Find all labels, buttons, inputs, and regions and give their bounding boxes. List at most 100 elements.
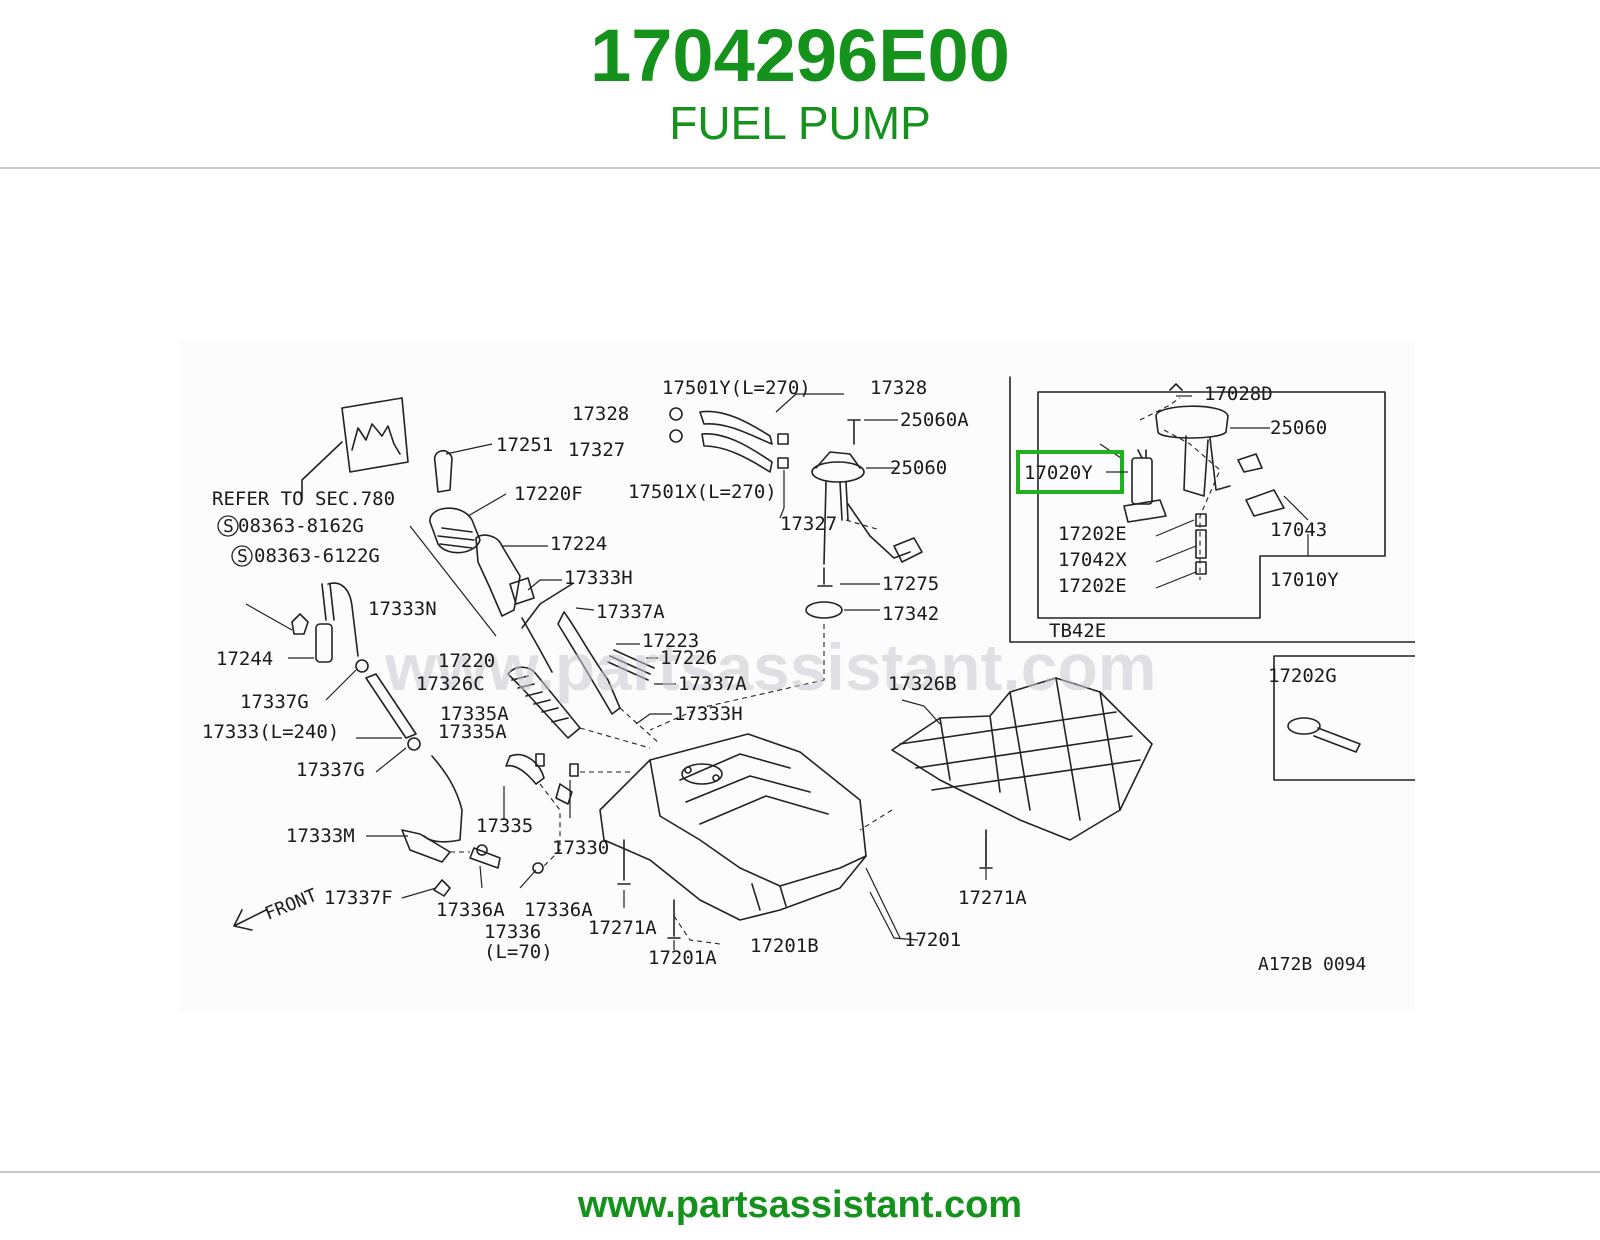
diagram-background bbox=[180, 340, 1415, 1012]
part-callout-08363-8162g[interactable]: 08363-8162G bbox=[238, 515, 364, 537]
highlighted-part-label[interactable]: 17020Y bbox=[1024, 462, 1093, 484]
svg-text:S: S bbox=[223, 516, 234, 537]
hose-17335 bbox=[505, 753, 545, 785]
part-callout-17333m[interactable]: 17333M bbox=[286, 825, 355, 847]
front-arrow bbox=[233, 909, 267, 931]
part-callout-17337g[interactable]: 17337G bbox=[296, 759, 365, 781]
part-callout-17327[interactable]: 17327 bbox=[568, 439, 625, 461]
bolt-17271A-left bbox=[617, 839, 631, 885]
part-callout-17028d[interactable]: 17028D bbox=[1204, 383, 1273, 405]
pump-detail-frame bbox=[1037, 391, 1386, 619]
part-callout-17271a[interactable]: 17271A bbox=[958, 887, 1027, 909]
part-callout-17043[interactable]: 17043 bbox=[1270, 519, 1327, 541]
vent-tube-17226 bbox=[607, 649, 655, 681]
part-callout-17336a[interactable]: 17336A bbox=[436, 899, 505, 921]
hose-17501Y bbox=[699, 410, 773, 445]
part-callout-25060[interactable]: 25060 bbox=[890, 457, 947, 479]
part-callout-17251[interactable]: 17251 bbox=[496, 434, 553, 456]
tube-17333N bbox=[327, 582, 359, 657]
page-header: 1704296E00 FUEL PUMP bbox=[0, 0, 1600, 168]
refer-to-section-note: REFER TO SEC.780 bbox=[212, 488, 395, 510]
part-callout-17010y[interactable]: 17010Y bbox=[1270, 569, 1339, 591]
gauge-sender-flange bbox=[811, 461, 865, 483]
part-callout-17202e[interactable]: 17202E bbox=[1058, 523, 1127, 545]
filler-neck-pipe bbox=[475, 534, 521, 617]
part-callout-17328[interactable]: 17328 bbox=[572, 403, 629, 425]
part-number: 1704296E00 bbox=[590, 14, 1010, 97]
bolt-17201A bbox=[667, 899, 681, 939]
standard-part-s-mark bbox=[231, 545, 253, 567]
part-callout-17275[interactable]: 17275 bbox=[882, 573, 939, 595]
part-callout-17333-l-240-[interactable]: 17333(L=240) bbox=[202, 721, 339, 743]
filler-hose-17220 bbox=[521, 617, 553, 673]
part-callout-17224[interactable]: 17224 bbox=[550, 533, 607, 555]
part-callout-17501x-l-270-[interactable]: 17501X(L=270) bbox=[628, 481, 777, 503]
hose-17501X bbox=[701, 433, 773, 473]
part-callout-17335[interactable]: 17335 bbox=[476, 815, 533, 837]
part-callout-17335a[interactable]: 17335A bbox=[438, 721, 507, 743]
diagram-code: A172B 0094 bbox=[1258, 954, 1366, 975]
packing-17342 bbox=[805, 601, 843, 619]
part-callout-25060a[interactable]: 25060A bbox=[900, 409, 969, 431]
footer-url[interactable]: www.partsassistant.com bbox=[577, 1184, 1023, 1226]
part-callout-17201b[interactable]: 17201B bbox=[750, 935, 819, 957]
part-callout-17327[interactable]: 17327 bbox=[780, 513, 837, 535]
part-callout-17220f[interactable]: 17220F bbox=[514, 483, 583, 505]
part-callout-17201[interactable]: 17201 bbox=[904, 929, 961, 951]
clip-detail-frame bbox=[1273, 655, 1415, 781]
part-callout-17333h[interactable]: 17333H bbox=[674, 703, 743, 725]
part-callout-17336[interactable]: 17336 bbox=[484, 921, 541, 943]
part-callout-17042x[interactable]: 17042X bbox=[1058, 549, 1127, 571]
standard-part-s-mark bbox=[217, 515, 239, 537]
engine-code: TB42E bbox=[1049, 620, 1106, 642]
part-callout-17337g[interactable]: 17337G bbox=[240, 691, 309, 713]
filter-17042X bbox=[1195, 529, 1207, 559]
part-callout-17335a[interactable]: 17335A bbox=[440, 703, 509, 725]
bolt-17275 bbox=[817, 567, 833, 587]
screw-17028D bbox=[1169, 383, 1183, 391]
pump-bracket-25060 bbox=[1155, 405, 1229, 439]
part-callout-17337f[interactable]: 17337F bbox=[324, 887, 393, 909]
sender-float bbox=[893, 537, 923, 563]
part-callout-17326b[interactable]: 17326B bbox=[888, 673, 957, 695]
filter-17244 bbox=[315, 623, 333, 663]
tube-17333M bbox=[423, 755, 463, 843]
part-callout-17202g[interactable]: 17202G bbox=[1268, 665, 1337, 687]
hose-17333 bbox=[365, 673, 417, 739]
filler-hose-17326C bbox=[507, 666, 581, 739]
part-callout-17333h[interactable]: 17333H bbox=[564, 567, 633, 589]
fuel-tank-17201 bbox=[599, 733, 867, 921]
part-callout-25060[interactable]: 25060 bbox=[1270, 417, 1327, 439]
filler-cap bbox=[433, 450, 453, 493]
part-callout-17337a[interactable]: 17337A bbox=[596, 601, 665, 623]
part-callout--l-70-[interactable]: (L=70) bbox=[484, 941, 553, 963]
header-divider bbox=[0, 167, 1600, 169]
part-callout-17501y-l-270-[interactable]: 17501Y(L=270) bbox=[662, 377, 811, 399]
part-callout-17201a[interactable]: 17201A bbox=[648, 947, 717, 969]
part-labels: 17328 17327 17501Y(L=270) 17328 1732717501X(… bbox=[202, 377, 1339, 969]
part-callout-17330[interactable]: 17330 bbox=[552, 837, 609, 859]
part-callout-17226[interactable]: 17226 bbox=[660, 647, 717, 669]
part-callout-17244[interactable]: 17244 bbox=[216, 648, 273, 670]
part-callout-17342[interactable]: 17342 bbox=[882, 603, 939, 625]
part-callout-17326c[interactable]: 17326C bbox=[416, 673, 485, 695]
part-callout-17337a[interactable]: 17337A bbox=[678, 673, 747, 695]
diagram-drawing bbox=[233, 376, 1415, 939]
clip-17202G bbox=[1287, 717, 1321, 735]
inset-frame bbox=[1009, 376, 1415, 643]
part-callout-17202e[interactable]: 17202E bbox=[1058, 575, 1127, 597]
part-callout-17328[interactable]: 17328 bbox=[870, 377, 927, 399]
refer-panel bbox=[341, 397, 409, 473]
part-callout-17336a[interactable]: 17336A bbox=[524, 899, 593, 921]
footer-divider bbox=[0, 1171, 1600, 1173]
part-callout-08363-6122g[interactable]: 08363-6122G bbox=[254, 545, 380, 567]
part-name: FUEL PUMP bbox=[669, 97, 931, 149]
part-callout-17223[interactable]: 17223 bbox=[642, 630, 699, 652]
part-callout-17220[interactable]: 17220 bbox=[438, 650, 495, 672]
part-callout-17271a[interactable]: 17271A bbox=[588, 917, 657, 939]
part-callout-17333n[interactable]: 17333N bbox=[368, 598, 437, 620]
svg-text:S: S bbox=[237, 546, 248, 567]
vent-hose-17223 bbox=[557, 611, 621, 715]
bracket-17043 bbox=[1237, 453, 1285, 517]
